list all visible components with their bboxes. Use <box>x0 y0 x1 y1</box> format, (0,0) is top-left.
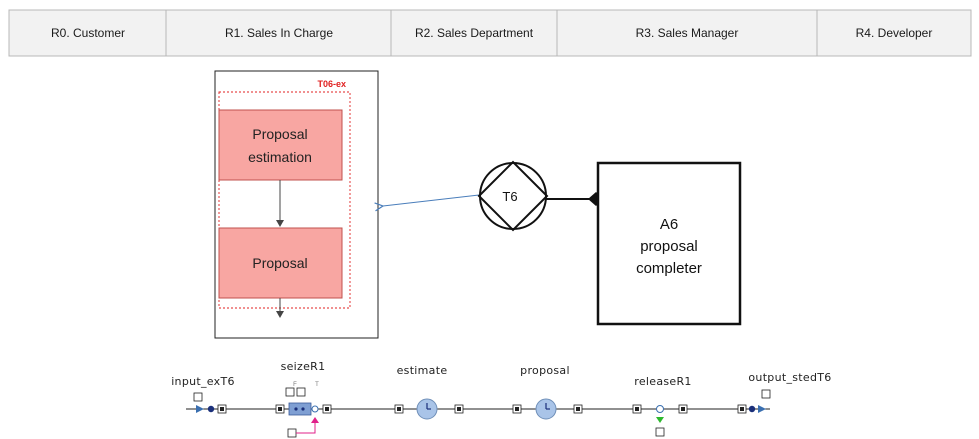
svg-text:T: T <box>315 382 319 388</box>
svg-text:estimate: estimate <box>397 364 448 377</box>
svg-text:seizeR1: seizeR1 <box>281 360 326 373</box>
lane-r1: R1. Sales In Charge <box>225 26 333 40</box>
activity-proposal-estimation[interactable]: Proposal estimation <box>218 109 343 181</box>
block-estimate[interactable]: estimate <box>394 364 464 420</box>
svg-text:A6: A6 <box>660 216 678 233</box>
flow-arrowhead-2 <box>276 311 284 318</box>
svg-text:input_exT6: input_exT6 <box>171 375 235 388</box>
actor-a6[interactable]: A6 proposal completer <box>596 161 742 326</box>
lane-r2: R2. Sales Department <box>415 26 534 40</box>
activity-proposal[interactable]: Proposal <box>218 227 343 299</box>
simulation-flow: input_exT6 seizeR1 F T <box>171 360 832 438</box>
block-release-r1[interactable]: releaseR1 <box>632 375 692 437</box>
svg-text:releaseR1: releaseR1 <box>634 375 691 388</box>
svg-text:completer: completer <box>636 260 702 277</box>
svg-text:proposal: proposal <box>640 238 698 255</box>
lane-r4: R4. Developer <box>856 26 933 40</box>
svg-text:proposal: proposal <box>520 364 570 377</box>
block-input-ext6[interactable]: input_exT6 <box>171 375 235 414</box>
block-seize-r1[interactable]: seizeR1 F T <box>275 360 332 438</box>
transaction-label: T6 <box>502 189 517 204</box>
svg-text:Proposal: Proposal <box>252 126 307 142</box>
svg-text:output_stedT6: output_stedT6 <box>748 371 831 384</box>
svg-text:estimation: estimation <box>248 149 312 165</box>
process-t06-ex: T06-ex Proposal estimation Proposal <box>214 70 379 339</box>
flow-arrowhead-1 <box>276 220 284 227</box>
svg-text:F: F <box>293 382 297 388</box>
swimlane-header: R0. Customer R1. Sales In Charge R2. Sal… <box>8 9 972 57</box>
block-output-stedt6[interactable]: output_stedT6 <box>737 371 832 414</box>
lane-r0: R0. Customer <box>51 26 125 40</box>
lane-r3: R3. Sales Manager <box>636 26 739 40</box>
svg-text:Proposal: Proposal <box>252 255 307 271</box>
transaction-t6[interactable]: T6 <box>477 160 549 232</box>
process-tag: T06-ex <box>317 79 346 89</box>
block-proposal[interactable]: proposal <box>512 364 583 420</box>
transaction-link-arrow <box>383 194 480 206</box>
